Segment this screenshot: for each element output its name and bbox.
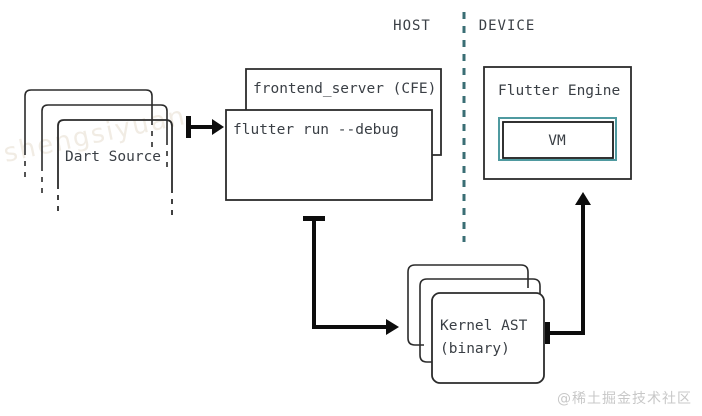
corner-watermark: @稀土掘金技术社区: [557, 391, 692, 407]
kernel-ast-label-line1: Kernel AST: [440, 318, 528, 334]
kernel-ast-box-front: [431, 292, 545, 384]
dart-source-box-back: [24, 89, 153, 150]
edge-kernel-to-engine-arrowhead: [575, 192, 591, 205]
frontend-server-label: frontend_server (CFE): [253, 81, 436, 97]
flutter-run-label: flutter run --debug: [233, 122, 399, 138]
zone-label-device: DEVICE: [479, 18, 536, 34]
edge-flutter-to-kernel: [303, 216, 399, 335]
dart-source-box-middle: [41, 104, 168, 166]
kernel-ast-box-back-left: [407, 272, 424, 346]
vm-label: VM: [548, 133, 566, 149]
kernel-ast-box-back-top: [407, 264, 529, 288]
flutter-run-node: flutter run --debug: [225, 109, 433, 201]
edge-kernel-to-engine-line: [547, 205, 585, 335]
kernel-ast-stack: Kernel AST (binary): [407, 264, 545, 384]
dart-source-box-front: [57, 119, 173, 188]
flutter-engine-label: Flutter Engine: [498, 83, 620, 99]
vm-box-inner: [502, 121, 614, 159]
edge-flutter-to-kernel-line: [312, 218, 386, 329]
dart-source-stack: Dart Source: [24, 89, 173, 220]
dart-source-label: Dart Source: [65, 149, 161, 165]
edge-source-to-flutter-arrowhead: [212, 119, 224, 135]
edge-kernel-to-engine: [545, 192, 591, 344]
kernel-ast-label-line2: (binary): [440, 341, 510, 357]
kernel-ast-box-middle-left: [419, 286, 436, 363]
edge-source-to-flutter: [186, 116, 224, 138]
flutter-run-box: [225, 109, 433, 201]
kernel-ast-box-middle-top: [419, 278, 541, 302]
flutter-engine-node: Flutter Engine VM: [483, 66, 632, 180]
zone-label-host: HOST: [393, 18, 431, 34]
edge-flutter-to-kernel-arrowhead: [386, 319, 399, 335]
